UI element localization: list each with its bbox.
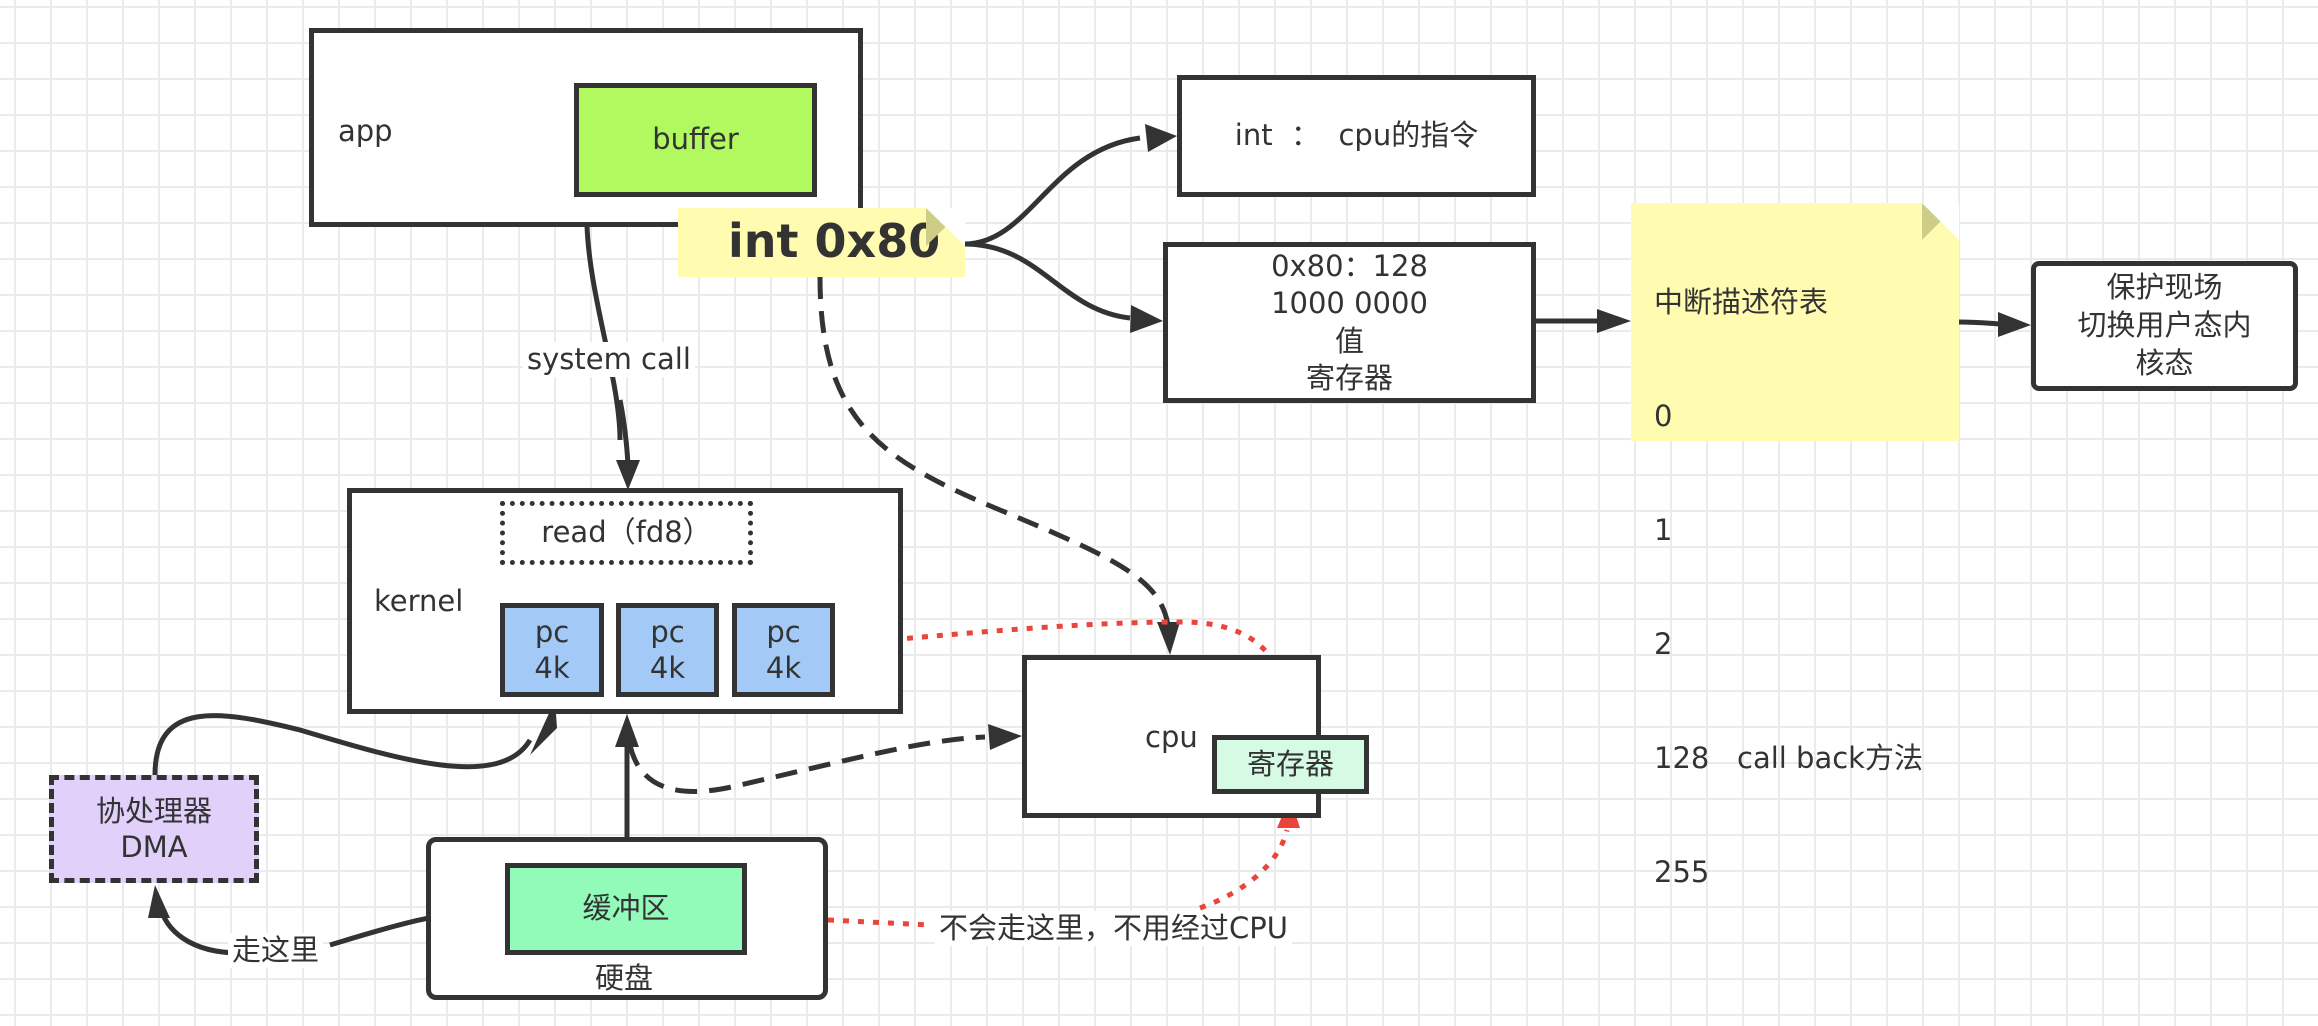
register-value-line: 1000 0000 (1271, 286, 1428, 321)
int-instruction-box[interactable]: int ： cpu的指令 (1177, 75, 1536, 197)
register-value-line: 值 (1334, 323, 1364, 358)
arrowhead-int-to-instruction (1145, 124, 1177, 152)
buffer-box[interactable]: buffer (574, 83, 817, 197)
register-value-line: 寄存器 (1305, 360, 1393, 395)
idt-note[interactable]: 中断描述符表 0 1 2 128 call back方法 255 (1631, 203, 1959, 889)
page-line: 4k (534, 651, 570, 685)
page-box[interactable]: pc 4k (500, 603, 604, 697)
idt-entry: 0 (1654, 399, 1673, 433)
protect-lines: 保护现场 切换用户态内 核态 (2077, 269, 2251, 382)
page-line: 4k (649, 651, 686, 685)
edge-disk-to-register-dotted (827, 917, 931, 928)
int-instruction-label: int ： cpu的指令 (1234, 118, 1479, 153)
arrowhead-register-to-idt (1597, 309, 1631, 333)
edge-system-call (584, 225, 623, 441)
protect-line: 保护现场 (2106, 270, 2223, 305)
cpu-register-label: 寄存器 (1246, 746, 1334, 781)
page-lines: pc 4k (534, 614, 569, 687)
cpu-register-box[interactable]: 寄存器 (1212, 735, 1369, 794)
edge-int-to-cpu-dashed (817, 276, 1171, 626)
edge-idt-to-protect (1958, 319, 2001, 327)
edge-kernel-cpu-dashed (627, 734, 986, 794)
register-value-box[interactable]: 0x80：128 1000 0000 值 寄存器 (1163, 242, 1536, 403)
page-line: pc (766, 614, 801, 649)
edge-int-to-register (963, 241, 1131, 321)
page-line: 4k (765, 651, 802, 685)
edge-int-to-instruction (963, 135, 1141, 247)
idt-title: 中断描述符表 (1654, 285, 1829, 319)
int-0x80-label: int 0x80 (728, 214, 941, 268)
arrowhead-int-to-register (1130, 305, 1163, 333)
dma-lines: 协处理器 DMA (96, 793, 212, 866)
cpu-label: cpu (1145, 720, 1198, 754)
arrowhead-idt-to-protect (1998, 312, 2031, 337)
disk-label: 硬盘 (595, 961, 654, 995)
protect-line: 核态 (2135, 345, 2194, 380)
note-fold-cut (926, 208, 965, 246)
arrowhead-system-call (616, 460, 640, 490)
register-value-lines: 0x80：128 1000 0000 值 寄存器 (1271, 248, 1428, 396)
arrowhead-int-to-cpu (1157, 622, 1180, 655)
go-here-label: 走这里 (228, 933, 324, 968)
read-call-box[interactable]: read（fd8） (500, 501, 753, 565)
edge-label-to-register-dotted (1199, 829, 1290, 911)
page-lines: pc 4k (766, 614, 801, 687)
kernel-label: kernel (374, 584, 464, 618)
buffer-label: buffer (652, 122, 739, 157)
not-through-cpu-label: 不会走这里，不用经过CPU (935, 911, 1292, 946)
idt-entry: 2 (1654, 627, 1673, 661)
idt-lines: 中断描述符表 0 1 2 128 call back方法 255 (1654, 207, 1923, 967)
page-line: pc (534, 614, 570, 649)
int-0x80-note[interactable]: int 0x80 (678, 208, 965, 277)
dma-line: DMA (120, 830, 188, 864)
arrowhead-kernel-to-cpu (988, 724, 1022, 750)
disk-buffer-label: 缓冲区 (582, 891, 670, 926)
page-box[interactable]: pc 4k (616, 603, 719, 697)
dma-coprocessor-box[interactable]: 协处理器 DMA (49, 775, 259, 883)
idt-entry: 128 call back方法 (1654, 741, 1923, 775)
disk-buffer-box[interactable]: 缓冲区 (505, 863, 747, 955)
arrowhead-disk-to-kernel (615, 714, 639, 747)
arrowhead-buffer-to-dma (148, 885, 170, 918)
register-value-line: 0x80：128 (1271, 249, 1428, 284)
idt-entry: 255 (1654, 855, 1710, 889)
read-call-label: read（fd8） (541, 515, 712, 550)
app-label: app (338, 114, 393, 148)
protect-line: 切换用户态内 (2077, 308, 2252, 343)
note-fold-cut (1922, 203, 1959, 240)
page-line: pc (650, 614, 685, 649)
page-box[interactable]: pc 4k (732, 603, 835, 697)
idt-entry: 1 (1654, 513, 1673, 547)
edge-dma-to-page (152, 713, 533, 776)
system-call-label: system call (523, 342, 695, 377)
dma-line: 协处理器 (95, 793, 212, 828)
protect-context-box[interactable]: 保护现场 切换用户态内 核态 (2031, 261, 2298, 391)
page-lines: pc 4k (650, 614, 685, 687)
